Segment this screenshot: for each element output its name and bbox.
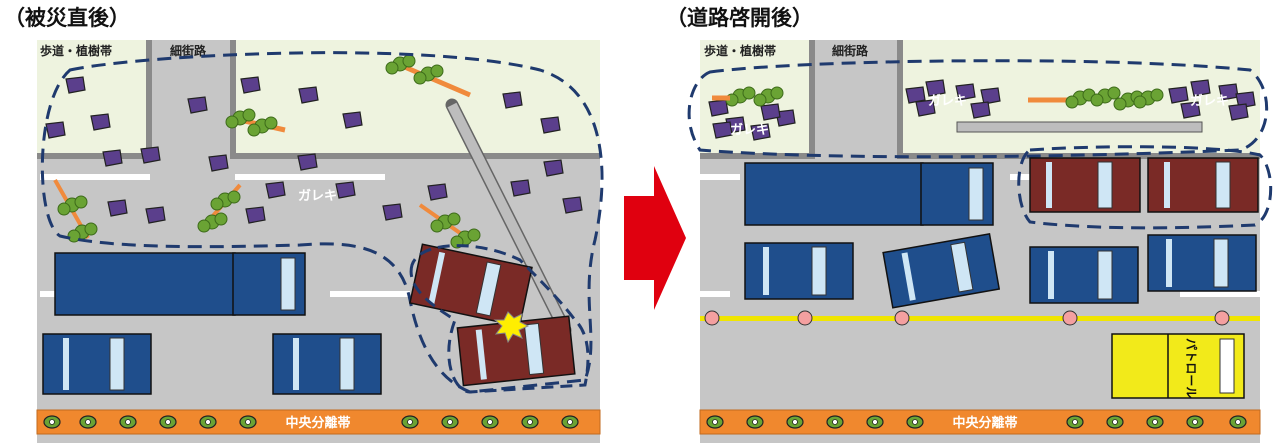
side-street-label-after: 細街路 [832, 43, 869, 58]
pole-after [956, 121, 1203, 133]
title-after: （道路啓開後） [666, 6, 813, 30]
transition-arrow [624, 166, 686, 310]
damaged-car-1 [409, 243, 533, 328]
rubble-label-after-2: ガレキ [928, 94, 967, 109]
patrol-label: パトロール [1184, 338, 1198, 398]
truck-before [54, 252, 306, 316]
damaged-car-after-1 [1029, 157, 1141, 213]
sidewalk-label-after: 歩道・植樹帯 [704, 43, 776, 58]
patrol-car: パトロール [1111, 333, 1245, 399]
median-label-after: 中央分離帯 [952, 415, 1017, 431]
median-label-before: 中央分離帯 [285, 415, 350, 431]
panel-before: 中央分離帯 歩道・植樹帯 細街路 ガレキ [36, 40, 604, 443]
damaged-car-after-2 [1147, 157, 1259, 213]
rubble-pile-center: ガレキ [905, 79, 1001, 119]
sidewalk-right [233, 40, 600, 156]
car-after-2 [882, 232, 1001, 309]
car-after-3 [1029, 246, 1139, 304]
rubble-pile-left: ガレキ [708, 86, 796, 141]
rubble-label-before: ガレキ [298, 189, 337, 204]
car-before-1 [42, 333, 152, 395]
damage-outline-before [40, 51, 604, 394]
side-street-label-before: 細街路 [170, 43, 207, 58]
panel-after: 歩道・植樹帯 細街路 中央分離帯 ガレキ ガレキ [687, 40, 1273, 443]
title-before: （被災直後） [4, 6, 130, 30]
rubble-pile-right: ガレキ [1168, 79, 1256, 121]
car-after-4 [1147, 234, 1257, 292]
car-before-2 [272, 333, 382, 395]
collision-icon [493, 311, 530, 344]
truck-after [744, 162, 994, 226]
rubble-label-after-1: ガレキ [730, 123, 769, 138]
car-after-1 [744, 242, 854, 300]
rubble-label-after-3: ガレキ [1190, 94, 1229, 109]
cones [704, 310, 1230, 326]
sidewalk-label-before: 歩道・植樹帯 [40, 43, 112, 58]
